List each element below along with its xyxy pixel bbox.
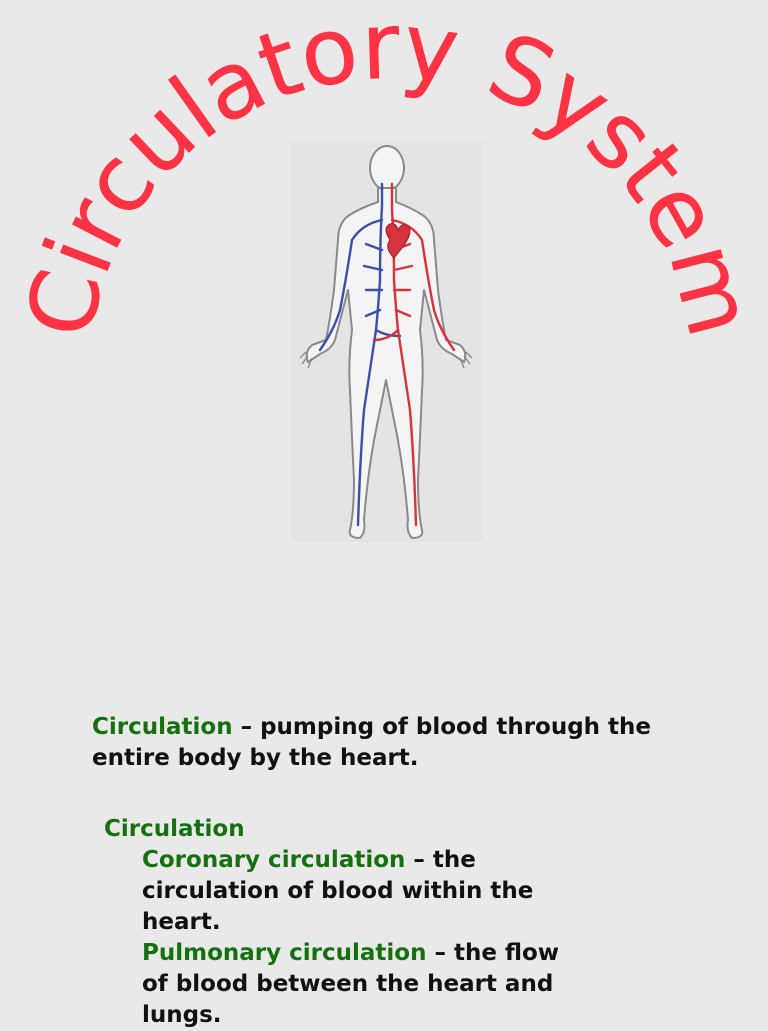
list-item-pulmonary: Pulmonary circulation – the flow of bloo… [142,938,564,1031]
list-item-coronary: Coronary circulation – the circulation o… [142,845,564,938]
heart-icon [385,223,411,259]
list-item-text: – the flow of blood between the heart an… [142,940,560,1028]
circulation-list: Circulation Coronary circulation – the c… [104,814,564,1031]
list-heading: Circulation [104,816,245,842]
definition-term: Circulation [92,714,233,740]
definition-text: – pumping of blood through the entire bo… [92,714,652,771]
circulatory-figure-illustration [290,140,482,542]
list-item-term: Coronary circulation [142,847,406,873]
definition-paragraph: Circulation – pumping of blood through t… [92,712,732,774]
list-item-term: Pulmonary circulation [142,940,427,966]
list-item-text: – the circulation of blood within the he… [142,847,534,935]
hand-lines [299,351,473,369]
